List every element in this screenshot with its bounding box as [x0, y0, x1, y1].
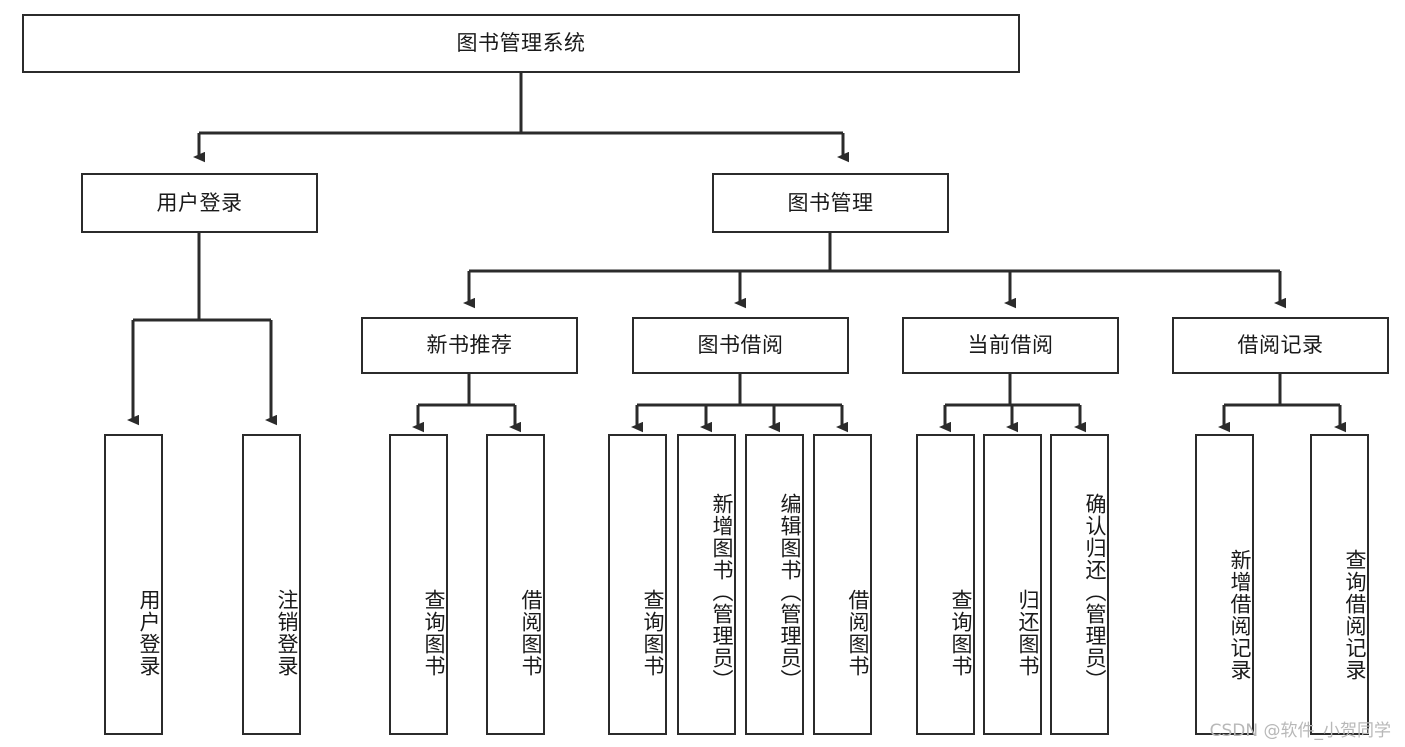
leaf-return-book-label: 归还图书 [1016, 588, 1040, 677]
leaf-query-book-1[interactable]: 查询图书 [389, 434, 448, 735]
node-user-login-label: 用户登录 [156, 190, 243, 215]
leaf-edit-book-label: 编辑图书（管理员） [778, 492, 802, 691]
leaf-query-book-3-label: 查询图书 [949, 588, 973, 677]
node-book-manage-label: 图书管理 [787, 190, 874, 215]
leaf-borrow-book-2[interactable]: 借阅图书 [813, 434, 872, 735]
node-book-manage[interactable]: 图书管理 [712, 173, 949, 233]
leaf-borrow-book-1[interactable]: 借阅图书 [486, 434, 545, 735]
leaf-confirm-return-label: 确认归还（管理员） [1083, 492, 1107, 691]
leaf-add-book[interactable]: 新增图书（管理员） [677, 434, 736, 735]
leaf-user-login[interactable]: 用户登录 [104, 434, 163, 735]
node-root-label: 图书管理系统 [456, 31, 586, 56]
leaf-add-record-label: 新增借阅记录 [1228, 548, 1252, 681]
leaf-query-record-label: 查询借阅记录 [1343, 548, 1367, 681]
node-new-book-rec-label: 新书推荐 [426, 333, 513, 358]
leaf-borrow-book-1-label: 借阅图书 [519, 588, 543, 677]
node-root[interactable]: 图书管理系统 [22, 14, 1020, 73]
node-current-borrow-label: 当前借阅 [967, 333, 1054, 358]
leaf-logout-login[interactable]: 注销登录 [242, 434, 301, 735]
leaf-logout-login-label: 注销登录 [275, 588, 299, 677]
node-user-login[interactable]: 用户登录 [81, 173, 318, 233]
node-book-borrow-label: 图书借阅 [697, 333, 784, 358]
leaf-query-book-3[interactable]: 查询图书 [916, 434, 975, 735]
node-new-book-rec[interactable]: 新书推荐 [361, 317, 578, 374]
node-book-borrow[interactable]: 图书借阅 [632, 317, 849, 374]
leaf-borrow-book-2-label: 借阅图书 [846, 588, 870, 677]
leaf-add-record[interactable]: 新增借阅记录 [1195, 434, 1254, 735]
leaf-query-record[interactable]: 查询借阅记录 [1310, 434, 1369, 735]
node-borrow-record-label: 借阅记录 [1237, 333, 1324, 358]
leaf-query-book-2[interactable]: 查询图书 [608, 434, 667, 735]
leaf-confirm-return[interactable]: 确认归还（管理员） [1050, 434, 1109, 735]
leaf-edit-book[interactable]: 编辑图书（管理员） [745, 434, 804, 735]
node-current-borrow[interactable]: 当前借阅 [902, 317, 1119, 374]
leaf-add-book-label: 新增图书（管理员） [710, 492, 734, 691]
leaf-return-book[interactable]: 归还图书 [983, 434, 1042, 735]
node-borrow-record[interactable]: 借阅记录 [1172, 317, 1389, 374]
leaf-user-login-label: 用户登录 [137, 588, 161, 677]
leaf-query-book-2-label: 查询图书 [641, 588, 665, 677]
leaf-query-book-1-label: 查询图书 [422, 588, 446, 677]
